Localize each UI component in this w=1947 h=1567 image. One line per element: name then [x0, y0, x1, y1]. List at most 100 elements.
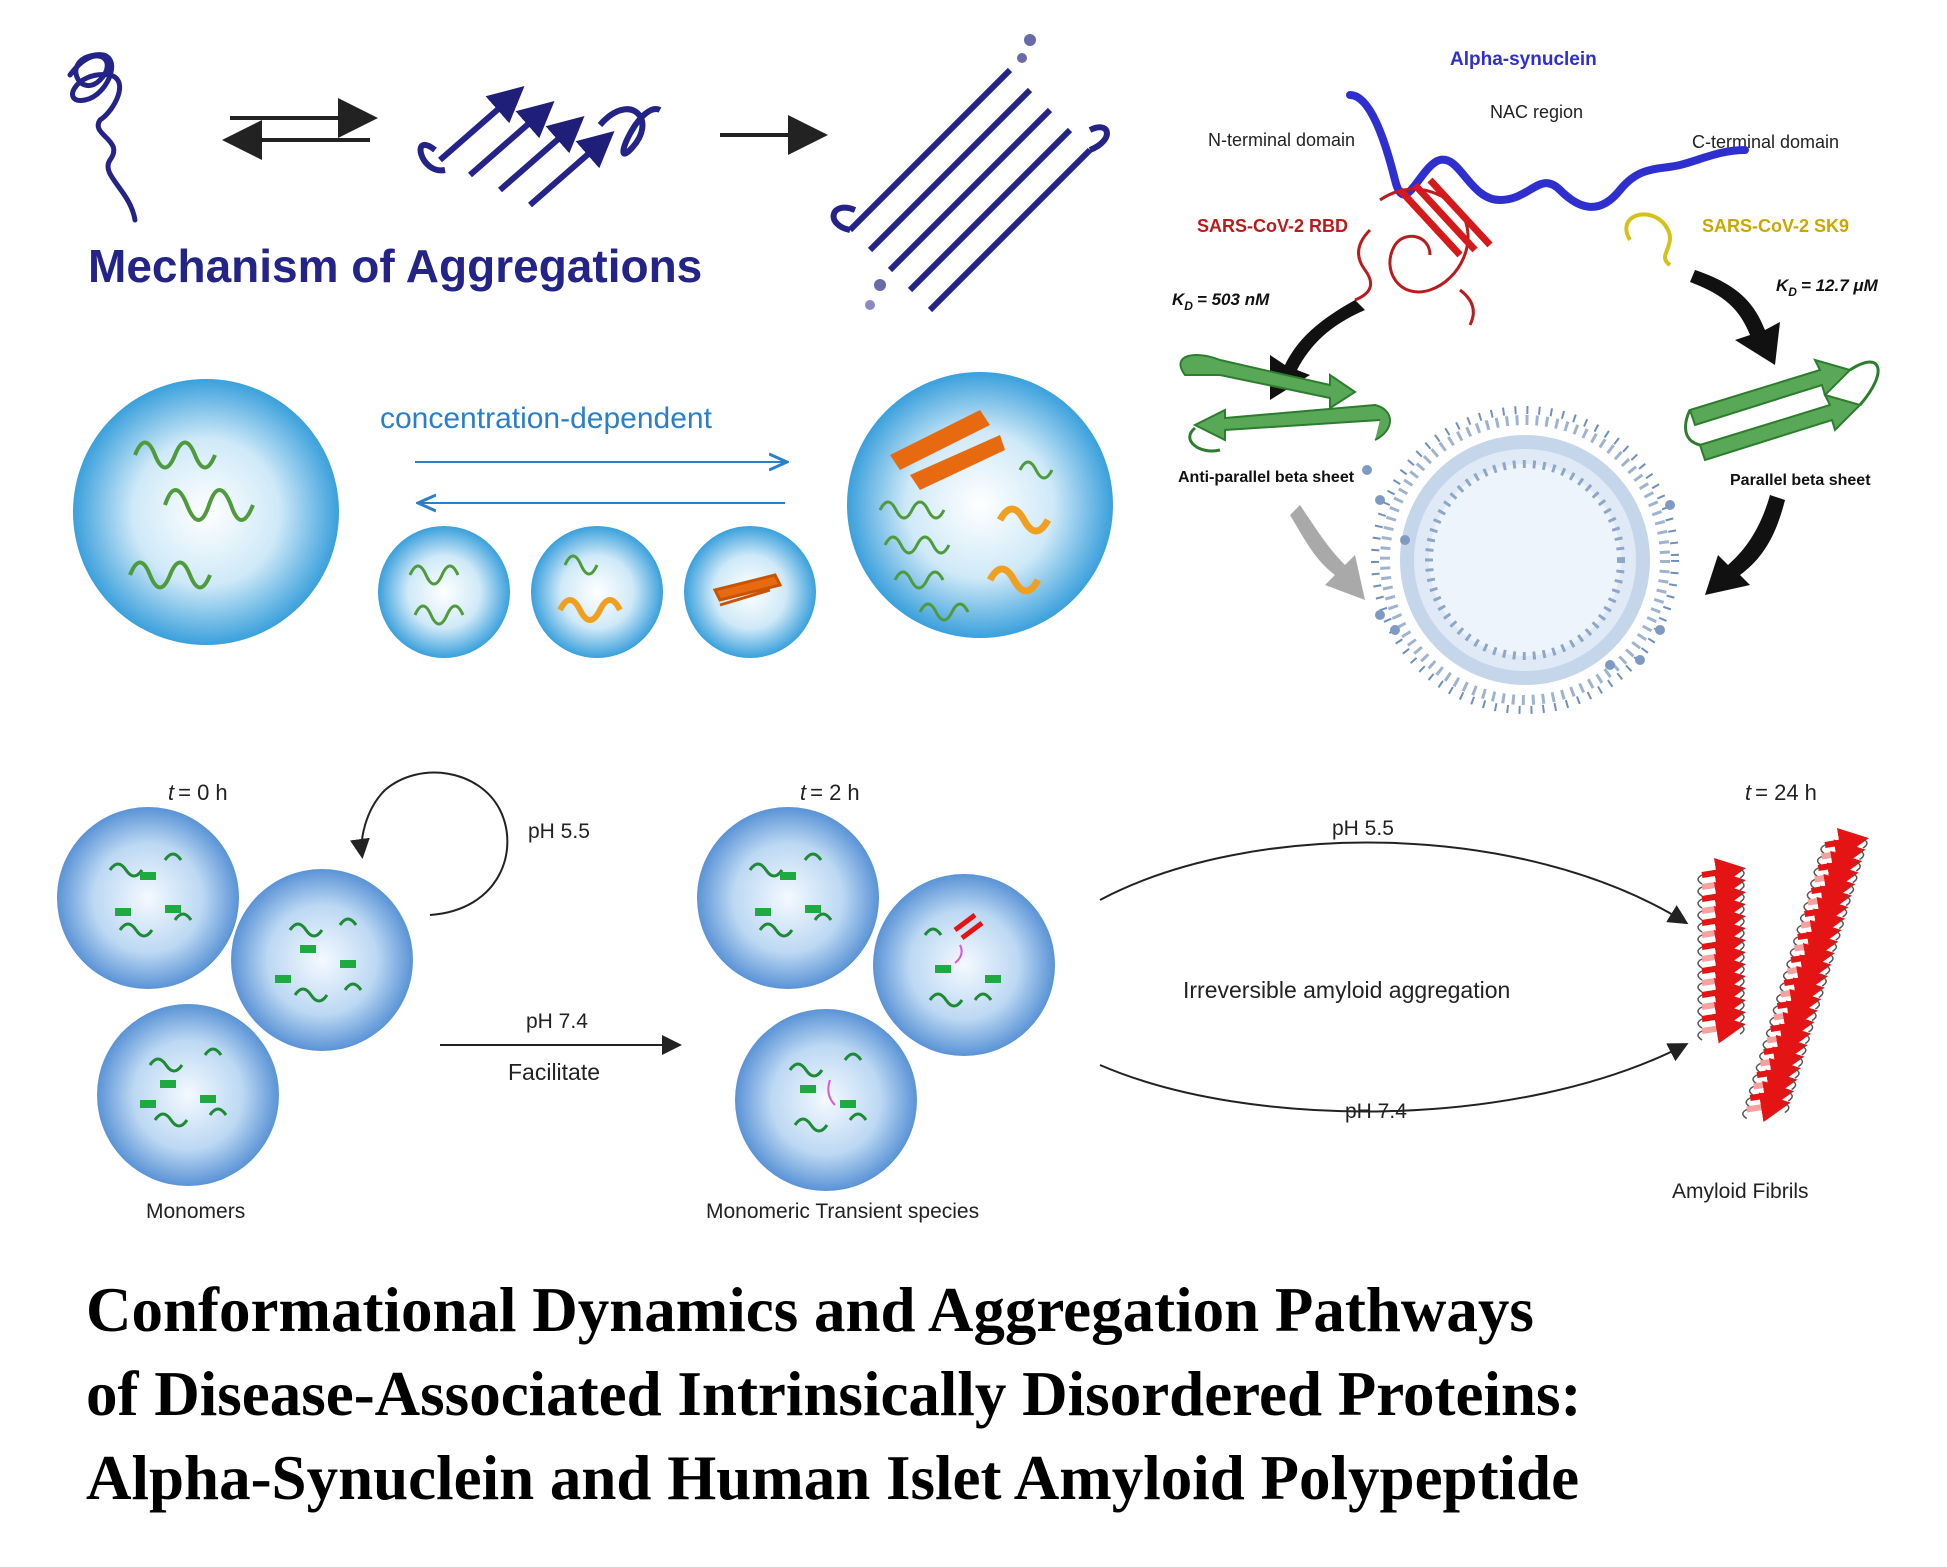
- helix-aggregate: [986, 505, 1052, 595]
- dense-chains: [878, 460, 1054, 622]
- fibril-strand: [1746, 1092, 1791, 1123]
- fibril-strand: [1763, 1034, 1808, 1065]
- asyn-title: Alpha-synuclein: [1450, 49, 1597, 70]
- fibril-strand: [1701, 929, 1746, 960]
- free-lipids: [1362, 465, 1675, 670]
- fibril-strand: [1817, 850, 1863, 881]
- sk9-label: SARS-CoV-2 SK9: [1702, 216, 1849, 236]
- paper-title: Conformational Dynamics and Aggregation …: [86, 1268, 1926, 1520]
- fibril-strand: [1753, 1069, 1798, 1100]
- transient-droplet: [873, 874, 1055, 1056]
- time-twentyfour: t= 24 h: [1745, 780, 1817, 805]
- concentration-panel: concentration-dependent: [73, 372, 1113, 658]
- fibril-strand: [1810, 873, 1856, 904]
- fibril-strand: [1766, 1023, 1812, 1054]
- fibril-strand: [1701, 1001, 1746, 1032]
- fibril-strand: [1701, 869, 1746, 900]
- transient-beta-strand: [953, 913, 984, 940]
- ph-panel: t= 0 h t= 2 h t= 24 h Monomers pH 5.5 pH…: [57, 771, 1869, 1223]
- fibril-strand: [1749, 1080, 1795, 1111]
- fibril-strand: [1773, 1000, 1818, 1031]
- short-amyloid-fibril: [1697, 857, 1746, 1044]
- parallel-label: Parallel beta sheet: [1730, 472, 1871, 489]
- fibril-strand: [1793, 931, 1839, 962]
- membrane-arrow-left: [1290, 505, 1365, 600]
- helix-intermediate: [557, 597, 623, 623]
- fibril-strand: [1701, 989, 1746, 1020]
- fibril-strand: [1804, 896, 1849, 927]
- title-line: Conformational Dynamics and Aggregation …: [86, 1275, 1534, 1345]
- fibril-aggregate: [830, 67, 1110, 313]
- fibril-dot: [874, 279, 886, 291]
- transient-droplet: [735, 1009, 917, 1191]
- beta-sheet-aggregate: [890, 410, 1005, 490]
- fibril-strand: [1780, 977, 1825, 1008]
- fibril-strand: [1770, 1011, 1815, 1042]
- fibril-strand: [1787, 954, 1832, 985]
- monomer-helices: [115, 872, 356, 1108]
- disordered-chain: [128, 560, 212, 590]
- fibril-strand: [1701, 953, 1746, 984]
- fibril-strand: [1790, 942, 1835, 973]
- fibril-strand: [1807, 885, 1852, 916]
- sk9-peptide: [1624, 212, 1672, 267]
- rbd-label: SARS-CoV-2 RBD: [1197, 216, 1348, 236]
- title-line: of Disease-Associated Intrinsically Diso…: [86, 1359, 1582, 1429]
- fibril-strand: [1701, 917, 1746, 948]
- dense-droplet: [847, 372, 1113, 638]
- fibril-strand: [1701, 941, 1746, 972]
- kd-right: KD= 12.7 μM: [1776, 276, 1879, 299]
- binding-arrow-right: [1690, 270, 1780, 365]
- time-two: t= 2 h: [800, 780, 860, 805]
- fibril-strand: [1800, 908, 1846, 939]
- monomer-droplet: [231, 869, 413, 1051]
- beta-hairpin-oligomer: [417, 86, 662, 208]
- monomers-label: Monomers: [146, 1200, 245, 1223]
- time-zero: t= 0 h: [168, 780, 228, 805]
- membrane-arrow-right: [1705, 495, 1785, 595]
- ph74-lower-label: pH 7.4: [1345, 1100, 1407, 1123]
- binding-arrow-left: [1270, 300, 1365, 400]
- asyn-chain: [1346, 91, 1749, 211]
- title-line: Alpha-Synuclein and Human Islet Amyloid …: [86, 1443, 1580, 1513]
- fibril-loop: [1742, 1102, 1790, 1120]
- transient-droplet: [697, 807, 879, 989]
- fibril-strand: [1759, 1046, 1805, 1077]
- ph55-curved-arrow: [1099, 841, 1689, 925]
- transient-contact: [827, 944, 963, 1106]
- fibril-strand: [1814, 862, 1859, 893]
- disordered-chain: [163, 488, 255, 522]
- fibril-strand: [1756, 1057, 1801, 1088]
- n-terminal-label: N-terminal domain: [1208, 130, 1355, 150]
- ph55-loop-label: pH 5.5: [528, 820, 590, 843]
- transient-peptides: [748, 852, 993, 1133]
- small-droplet-helix: [531, 526, 663, 658]
- ph74-label: pH 7.4: [526, 1010, 588, 1033]
- disordered-chain: [563, 554, 599, 576]
- mechanism-title: Mechanism of Aggregations: [88, 240, 702, 292]
- monomer-peptides: [108, 852, 363, 1128]
- fibril-dot: [865, 300, 875, 310]
- small-droplet-monomer: [378, 526, 510, 658]
- monomer-droplet: [57, 807, 239, 989]
- ph55-loop-arrow: [349, 771, 509, 916]
- transient-label: Monomeric Transient species: [706, 1200, 979, 1223]
- fibril-strand: [1701, 977, 1746, 1008]
- fibril-strand: [1797, 919, 1842, 950]
- ph74-curved-arrow: [1099, 1043, 1689, 1113]
- fibril-strand: [1701, 965, 1746, 996]
- fibril-loop: [1697, 1024, 1745, 1041]
- fibril-strand: [1701, 857, 1746, 888]
- kd-left: KD= 503 nM: [1172, 290, 1270, 313]
- sars-panel: Alpha-synuclein NAC region N-terminal do…: [1172, 49, 1880, 714]
- fibril-dot: [1024, 34, 1036, 46]
- c-terminal-label: C-terminal domain: [1692, 132, 1839, 152]
- fibril-strand: [1701, 905, 1746, 936]
- concentration-label: concentration-dependent: [380, 402, 713, 435]
- long-amyloid-fibril: [1742, 827, 1869, 1123]
- parallel-sheet: [1684, 358, 1880, 462]
- mechanism-panel: Mechanism of Aggregations: [67, 34, 1110, 313]
- monomer-droplet: [97, 1004, 279, 1186]
- lipid-vesicle: [1371, 406, 1679, 714]
